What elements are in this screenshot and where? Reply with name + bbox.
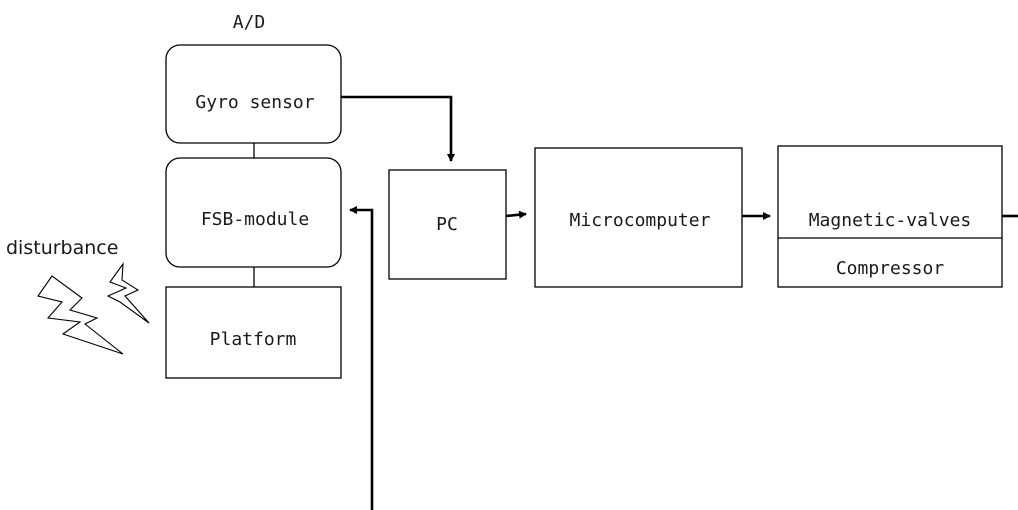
magnetic-valves-label: Magnetic-valves <box>809 210 972 231</box>
pc-to-microcomputer-arrow <box>505 210 527 219</box>
pc-block: PC <box>388 169 507 280</box>
ad-label: A/D <box>233 12 266 33</box>
platform-label: Platform <box>210 329 297 350</box>
gyro-sensor-label: Gyro sensor <box>195 92 314 113</box>
valves-compressor-block: Magnetic-valves Compressor <box>777 145 1003 288</box>
gyro-sensor-block: Gyro sensor <box>165 44 342 144</box>
microcomputer-block: Microcomputer <box>534 147 743 288</box>
compressor-label: Compressor <box>836 258 945 279</box>
microcomputer-label: Microcomputer <box>570 210 711 231</box>
lightning-bolt-icon <box>37 275 124 355</box>
feedback-to-fsb-wire <box>349 206 374 510</box>
fsb-module-label: FSB-module <box>201 209 309 230</box>
platform-block: Platform <box>165 286 342 379</box>
pc-label: PC <box>436 214 458 235</box>
fsb-module-block: FSB-module <box>165 157 342 268</box>
disturbance-label: disturbance <box>6 237 118 259</box>
gyro-to-pc-wire <box>341 95 455 162</box>
lightning-bolt-icon <box>106 262 150 324</box>
